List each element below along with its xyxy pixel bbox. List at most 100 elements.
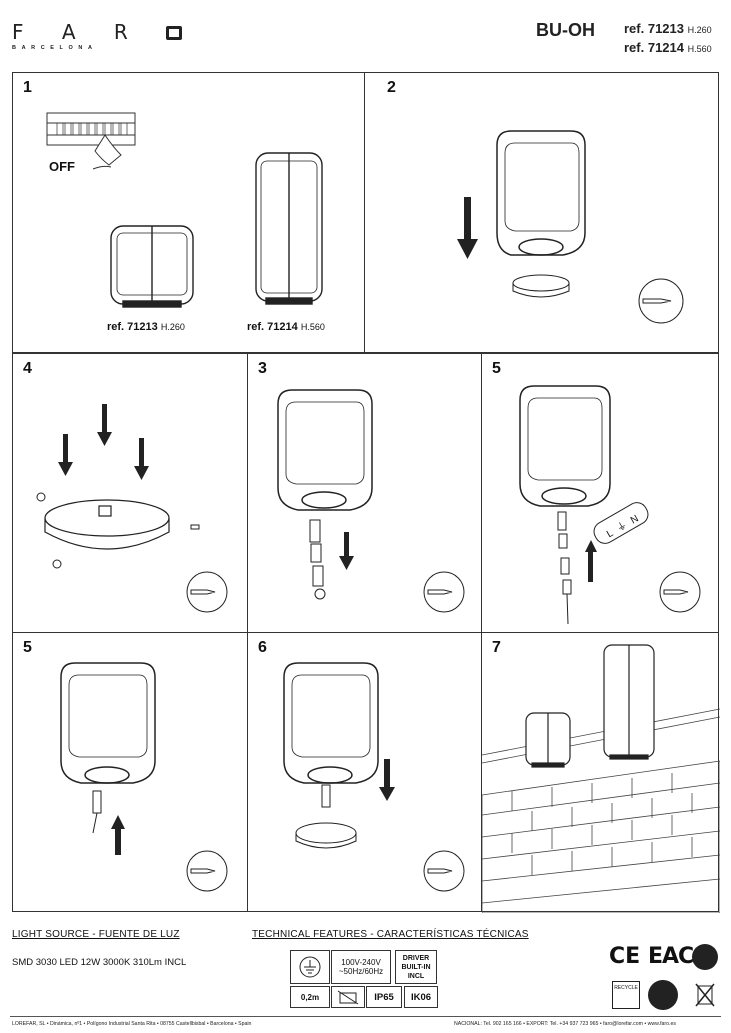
model-name: BU-OH <box>536 20 595 40</box>
weee-bin-icon <box>694 980 716 1008</box>
earth-class-icon <box>290 950 330 984</box>
lamp-tall-icon <box>255 152 323 305</box>
voltage: 100V-240V <box>341 958 381 967</box>
recycling-icon <box>692 944 718 970</box>
down-arrow-icon <box>58 404 149 480</box>
contact-info: NACIONAL: Tel. 902 165 166 • EXPORT: Tel… <box>454 1021 676 1027</box>
step-1-illustration <box>46 112 323 308</box>
mounting-base-icon <box>512 274 570 298</box>
breaker-panel-icon <box>46 112 136 170</box>
connector-icon <box>92 790 102 834</box>
tech-features-title: TECHNICAL FEATURES - CARACTERÍSTICAS TÉC… <box>252 929 529 940</box>
step-7-panel: 7 <box>481 632 720 913</box>
recycle-label: RECYCLE <box>614 985 638 991</box>
lamp-icon <box>283 662 379 784</box>
ref-71213: ref. 71213 <box>624 21 684 36</box>
no-cover-symbol-icon <box>337 990 359 1005</box>
brand-name: F A R <box>12 22 183 42</box>
step-2-illustration <box>457 130 684 324</box>
step-5b-panel: 5 <box>12 632 248 912</box>
step-number: 2 <box>387 79 396 96</box>
ce-mark-icon: CE <box>609 944 641 969</box>
step-number: 4 <box>23 360 32 377</box>
height-560: H.560 <box>687 44 712 54</box>
wall-icon <box>482 708 720 913</box>
no-insulation-cover-icon <box>331 986 365 1008</box>
ground-symbol-icon <box>299 956 321 978</box>
screwdriver-icon <box>659 571 701 613</box>
step-number: 3 <box>258 360 267 377</box>
distance: 0,2m <box>300 992 320 1002</box>
up-arrow-icon <box>111 815 125 855</box>
step-number: 7 <box>492 639 501 656</box>
caption-height: H.260 <box>160 322 185 332</box>
step-5a-panel: 5 L⏚N <box>481 353 719 633</box>
lamp-small-icon <box>110 225 194 308</box>
cable-icon <box>557 511 572 625</box>
frequency: ~50Hz/60Hz <box>338 967 384 976</box>
screw-icon <box>36 492 200 569</box>
ip-rating-cell: IP65 <box>366 986 402 1008</box>
mounting-ring-icon <box>44 499 170 550</box>
voltage-cell: 100V-240V ~50Hz/60Hz <box>331 950 391 984</box>
lamp-icon <box>60 662 156 784</box>
down-arrow-icon <box>379 759 395 801</box>
brand-logo: F A R BARCELONA <box>12 22 183 51</box>
step-number: 6 <box>258 639 267 656</box>
step-7-illustration <box>482 644 720 913</box>
eac-mark-icon: EAC <box>648 944 694 969</box>
wiring-tag-icon <box>593 502 649 544</box>
lamp-icon <box>496 130 586 256</box>
step-3-panel: 3 <box>247 353 482 633</box>
step-5b-illustration <box>60 662 228 892</box>
step-4-illustration <box>36 404 228 613</box>
reference-list: ref. 71213 H.260 ref. 71214 H.560 <box>624 20 712 58</box>
lamp-icon <box>519 385 611 507</box>
step-2-panel: 2 <box>364 72 719 353</box>
lamp-tall-icon <box>603 644 655 760</box>
step-4-panel: 4 <box>12 353 248 633</box>
lamp-icon <box>277 389 373 511</box>
screwdriver-icon <box>423 571 465 613</box>
mounting-base-icon <box>295 822 357 849</box>
ik-rating-cell: IK06 <box>404 986 438 1008</box>
down-arrow-icon <box>457 197 478 259</box>
distance-cell: 0,2m <box>290 986 330 1008</box>
connector-icon <box>309 519 326 600</box>
driver-line-2: BUILT-IN <box>401 963 431 971</box>
rohs-badge-icon <box>643 975 683 1015</box>
caption-ref: ref. 71214 <box>247 321 298 333</box>
recycle-box-icon: RECYCLE <box>612 981 640 1009</box>
step-6-illustration <box>283 662 465 892</box>
screwdriver-icon <box>423 850 465 892</box>
step-number: 5 <box>23 639 32 656</box>
step-number: 5 <box>492 360 501 377</box>
light-source-title: LIGHT SOURCE - FUENTE DE LUZ <box>12 929 180 940</box>
light-source-value: SMD 3030 LED 12W 3000K 310Lm INCL <box>12 957 187 968</box>
caption-height: H.560 <box>300 322 325 332</box>
height-260: H.260 <box>687 25 712 35</box>
step-1-panel: 1 <box>12 72 365 353</box>
company-address: LOREFAR, SL • Dinámica, nº1 • Polígono I… <box>12 1021 252 1027</box>
ref-71214: ref. 71214 <box>624 40 684 55</box>
footer-divider <box>10 1016 721 1017</box>
caption-71214: ref. 71214 H.560 <box>247 321 325 333</box>
lamp-small-icon <box>525 712 571 768</box>
caption-ref: ref. 71213 <box>107 321 158 333</box>
step-6-panel: 6 <box>247 632 482 912</box>
driver-cell: DRIVER BUILT-IN INCL <box>395 950 437 984</box>
down-arrow-icon <box>339 532 354 570</box>
screwdriver-icon <box>638 278 684 324</box>
driver-line-3: INCL <box>407 972 425 980</box>
up-arrow-icon <box>585 540 597 582</box>
screwdriver-icon <box>186 850 228 892</box>
step-3-illustration <box>277 389 465 613</box>
step-number: 1 <box>23 79 32 96</box>
connector-icon <box>321 784 331 808</box>
brand-city: BARCELONA <box>12 45 98 51</box>
driver-line-1: DRIVER <box>402 954 430 962</box>
caption-71213: ref. 71213 H.260 <box>107 321 185 333</box>
screwdriver-icon <box>186 571 228 613</box>
off-label: OFF <box>49 159 75 174</box>
step-5a-illustration <box>519 385 701 625</box>
